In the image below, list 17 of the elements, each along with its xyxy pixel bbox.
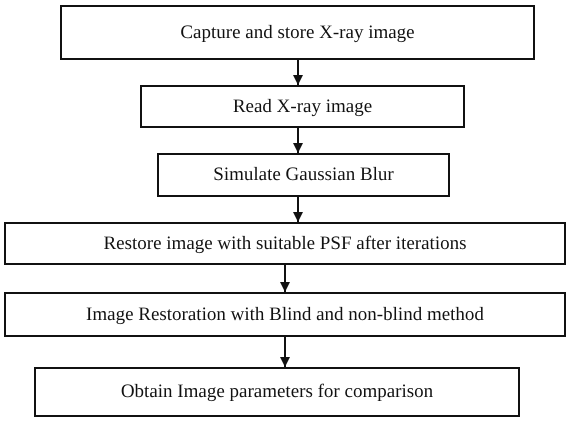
step-label: Image Restoration with Blind and non-blind method [86,304,484,326]
step-label: Simulate Gaussian Blur [213,164,394,186]
step-label: Obtain Image parameters for comparison [120,381,434,403]
step-label: Read X-ray image [232,96,372,118]
step-label: Restore image with suitable PSF after iterations [103,232,467,254]
process-box [4,292,566,337]
step-label: Capture and store X-ray image [180,22,415,44]
arrow [280,265,290,292]
arrow [293,197,303,222]
process-box [4,222,566,265]
arrow [293,60,303,85]
process-box [157,153,450,197]
process-box [34,367,520,417]
arrow [293,128,303,153]
process-box [60,5,535,60]
arrow [280,337,290,367]
process-box [140,85,465,128]
